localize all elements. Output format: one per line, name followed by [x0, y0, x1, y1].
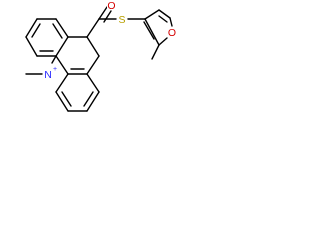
bond: [55, 73, 69, 93]
bond: [51, 55, 57, 64]
bond: [151, 44, 160, 60]
bond: [158, 15, 168, 23]
positive-charge-label: +: [53, 66, 57, 73]
sulfur-label: S: [118, 14, 125, 26]
carbonyl-oxygen-label: O: [107, 0, 115, 12]
bond: [55, 55, 69, 75]
bond: [55, 91, 69, 112]
bond: [86, 91, 100, 112]
bond: [143, 21, 155, 40]
bond: [25, 36, 38, 57]
label-background: [107, 0, 116, 10]
bond: [52, 23, 63, 39]
bond: [83, 91, 94, 107]
bond: [61, 91, 72, 107]
bond: [158, 9, 171, 19]
bond: [103, 10, 112, 23]
bond: [55, 18, 69, 38]
bond: [144, 9, 160, 20]
bond: [169, 17, 173, 27]
bond: [31, 23, 41, 38]
molecule-structure: O S O N +: [25, 0, 176, 112]
bond: [25, 18, 38, 38]
bond: [86, 55, 100, 75]
bond: [144, 18, 160, 46]
nitrogen-label: N: [44, 69, 52, 81]
bond: [98, 6, 108, 20]
atom-labels: O S O N +: [44, 0, 176, 81]
furan-oxygen-label: O: [168, 27, 176, 39]
molecule-canvas: O S O N +: [0, 0, 217, 161]
bond: [158, 37, 168, 46]
bond: [86, 18, 100, 38]
bond: [86, 73, 100, 93]
bond: [55, 36, 69, 57]
bond: [86, 36, 100, 57]
bond-lines: [25, 6, 173, 112]
